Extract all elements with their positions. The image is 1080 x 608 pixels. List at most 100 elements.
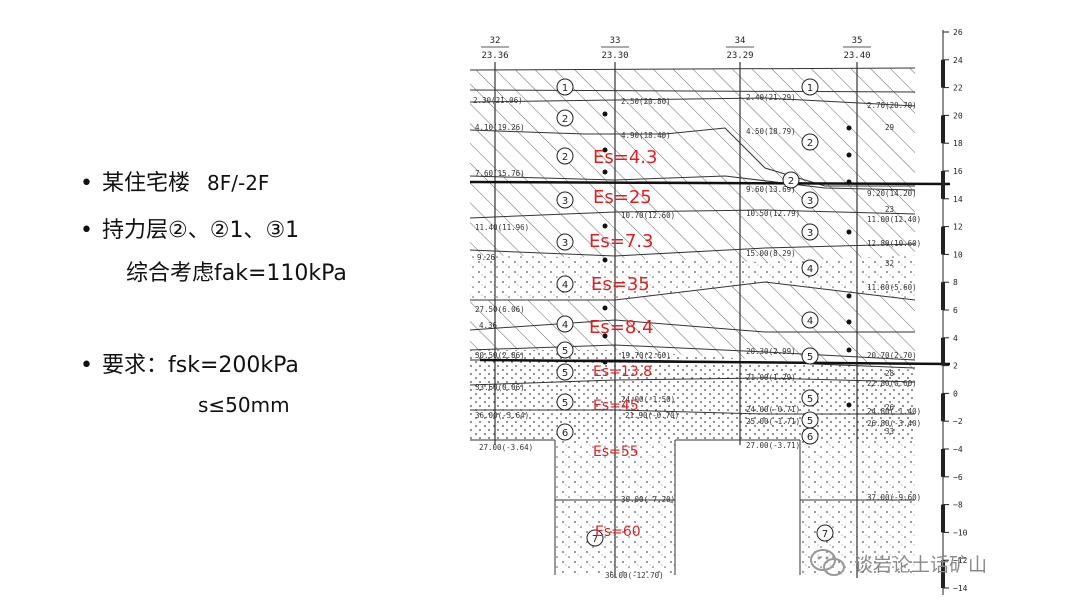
layer-mark: 5 [556, 393, 574, 411]
layer-mark: 1 [556, 78, 574, 96]
layer-number: 5 [562, 398, 568, 409]
layer-circle [556, 147, 574, 165]
layer-mark: 2 [782, 171, 800, 189]
scale-label: −2 [953, 417, 963, 426]
scale-block [941, 560, 945, 588]
depth-label: 19.70(2.60) [621, 351, 671, 360]
modulus-label: Es=13.8 [593, 364, 652, 380]
layer-circle [556, 341, 574, 359]
depth-label: 2.70(20.70) [867, 101, 917, 110]
layer-boundaries [469, 67, 916, 575]
depth-label: 30.50(2.86) [475, 351, 525, 360]
depth-label: 10.50(12.79) [746, 209, 800, 218]
scale-label: 14 [953, 195, 963, 204]
depth-label: 20.30(2.99) [746, 347, 796, 356]
scale-label: −8 [953, 501, 963, 510]
depth-label: 4.10(19.26) [475, 123, 525, 132]
depth-label: 26 [885, 403, 895, 412]
layer-number: 6 [562, 428, 568, 439]
layer-mark: 5 [801, 411, 819, 429]
scale-label: 2 [953, 362, 958, 371]
scale-label: −4 [953, 445, 963, 454]
layer-mark: 7 [816, 524, 834, 542]
layer-circle [556, 275, 574, 293]
layer-circle [801, 347, 819, 365]
borehole-elevation: 23.30 [601, 51, 628, 61]
modulus-label: Es=35 [591, 274, 650, 295]
depth-label: 22.80(0.60) [867, 379, 917, 388]
depth-label: 4.50(18.79) [746, 127, 796, 136]
layer-circle [801, 389, 819, 407]
depth-label: 21.90(-0.70) [625, 411, 679, 420]
layer-mark: 4 [801, 311, 819, 329]
depth-label: 24.00(-0.71) [746, 405, 800, 414]
borehole-elevation: 23.36 [481, 51, 508, 61]
layer-mark: 4 [556, 315, 574, 333]
layer-circle [801, 311, 819, 329]
depth-label: 30.00(-7.20) [621, 495, 675, 504]
depth-label: 27.00(-3.64) [479, 443, 533, 452]
layer-mark: 2 [801, 133, 819, 151]
layer-mark: 5 [556, 363, 574, 381]
layer-number: 4 [807, 316, 813, 327]
layer-mark: 3 [801, 191, 819, 209]
depth-label: 37.00(-9.60) [867, 493, 921, 502]
layer-circle [801, 78, 819, 96]
layer-number: 2 [788, 176, 794, 187]
layer-circle [801, 223, 819, 241]
layer-circle [816, 524, 834, 542]
scale-label: 18 [953, 139, 963, 148]
layer-circle [556, 109, 574, 127]
layer-number: 5 [807, 416, 813, 427]
borehole-number: 35 [852, 36, 863, 46]
scale-label: 8 [953, 278, 958, 287]
modulus-label: Es=60 [595, 524, 641, 540]
layer-number: 7 [592, 534, 598, 545]
layer-number: 2 [807, 138, 813, 149]
layer-circle [556, 393, 574, 411]
layer-number: 7 [822, 529, 828, 540]
layer-mark: 5 [801, 347, 819, 365]
modulus-label: Es=4.3 [593, 147, 657, 168]
depth-label: 20.70(2.70) [867, 351, 917, 360]
modulus-label: Es=45 [593, 398, 639, 414]
borehole-elevation: 23.29 [726, 51, 753, 61]
layer-circle [556, 233, 574, 251]
layer-circle [801, 133, 819, 151]
depth-label: 24.80(-1.40) [867, 407, 921, 416]
layer-mark: 6 [556, 423, 574, 441]
borehole-number: 34 [735, 36, 746, 46]
depth-label: 4.90(18.40) [621, 131, 671, 140]
scale-block [941, 393, 945, 422]
layer-number: 3 [562, 238, 568, 249]
scale-label: 26 [953, 28, 963, 37]
depth-label: 25.00(-1.71) [746, 417, 800, 426]
depth-label: 2.50(20.80) [621, 97, 671, 106]
watermark: 谈岩论土话矿山 [808, 545, 1058, 581]
layer-number: 3 [562, 196, 568, 207]
layer-mark: 1 [801, 78, 819, 96]
layer-circle [556, 78, 574, 96]
heavy-reference-lines [469, 180, 951, 366]
depth-label: 36.00(-12.70) [605, 571, 664, 580]
wechat-icon [810, 549, 845, 576]
depth-label: 4.36 [479, 321, 498, 330]
borehole-number: 32 [490, 36, 501, 46]
layer-mark: 6 [801, 427, 819, 445]
modulus-label: Es=7.3 [589, 231, 653, 252]
bullet-requirement: •要求：fsk=200kPa [80, 353, 299, 378]
layer-number: 5 [807, 394, 813, 405]
sample-markers [602, 111, 852, 408]
scale-label: 22 [953, 84, 963, 93]
modulus-label: Es=55 [593, 444, 639, 460]
depth-label: 32 [885, 259, 894, 268]
layer-mark: 3 [801, 223, 819, 241]
scale-label: 24 [953, 56, 963, 65]
modulus-label: Es=25 [593, 187, 652, 208]
layer-mark: 7 [586, 529, 604, 547]
borehole-lines [494, 62, 858, 578]
